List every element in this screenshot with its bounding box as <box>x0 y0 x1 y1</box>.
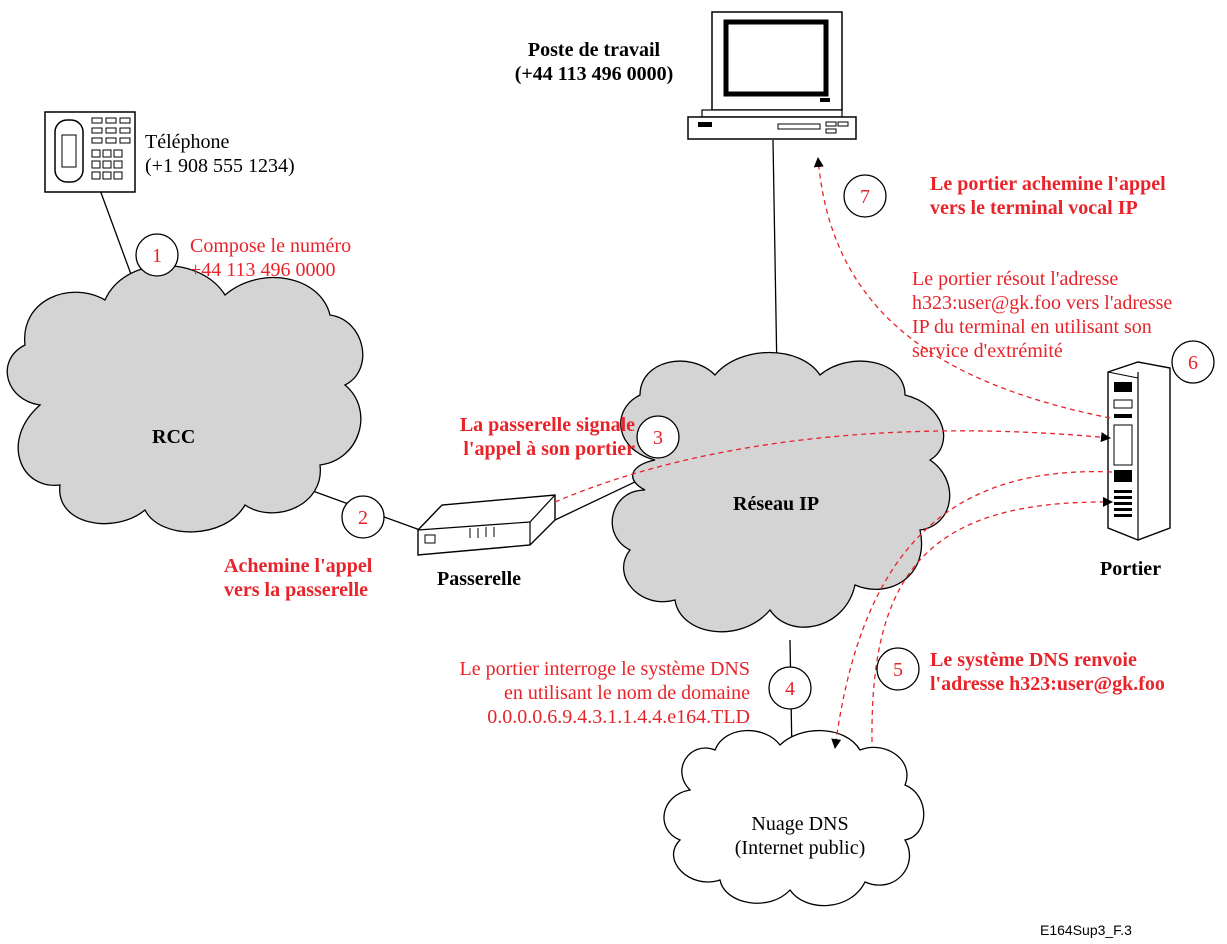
svg-text:6: 6 <box>1188 352 1198 374</box>
path-gatekeeper-to-workstation <box>813 157 1111 419</box>
svg-text:5: 5 <box>893 659 903 681</box>
step-circle-7: 7 <box>843 174 887 218</box>
ip-network-cloud <box>611 351 951 633</box>
svg-text:4: 4 <box>785 678 795 700</box>
svg-text:3: 3 <box>653 427 663 449</box>
step-6-text: Le portier résout l'adresse h323:user@gk… <box>912 267 1172 363</box>
step-7-text: Le portier achemine l'appel vers le term… <box>930 172 1166 220</box>
dns-cloud-label: Nuage DNS (Internet public) <box>700 812 900 860</box>
step-6-line-3: IP du terminal en utilisant son <box>912 316 1152 338</box>
link-workstation-ip <box>772 139 778 376</box>
step-5-line-2: l'adresse h323:user@gk.foo <box>930 673 1165 695</box>
step-circle-4: 4 <box>768 666 812 710</box>
path-gateway-to-gatekeeper <box>554 430 1111 503</box>
step-circle-1: 1 <box>135 233 179 277</box>
figure-reference: E164Sup3_F.3 <box>1040 922 1132 938</box>
step-2-line-1: Achemine l'appel <box>224 555 373 577</box>
step-2-line-2: vers la passerelle <box>224 579 369 601</box>
path-gatekeeper-to-dns <box>831 471 1113 749</box>
dns-cloud-line1: Nuage DNS <box>751 813 849 835</box>
ip-network-label: Réseau IP <box>733 493 820 515</box>
pstn-cloud <box>6 264 364 533</box>
gateway-label: Passerelle <box>437 568 522 590</box>
step-1-line-2: +44 113 496 0000 <box>190 259 336 281</box>
gatekeeper-label: Portier <box>1100 558 1162 580</box>
step-4-line-2: en utilisant le nom de domaine <box>503 682 750 704</box>
step-circle-3: 3 <box>636 415 680 459</box>
gatekeeper-icon <box>1107 361 1171 541</box>
step-4-text: Le portier interroge le système DNS en u… <box>400 657 750 729</box>
step-5-line-1: Le système DNS renvoie <box>930 649 1137 671</box>
svg-text:2: 2 <box>358 507 368 529</box>
step-7-line-2: vers le terminal vocal IP <box>930 197 1138 219</box>
telephone-label: Téléphone (+1 908 555 1234) <box>145 130 295 178</box>
step-circle-2: 2 <box>341 495 385 539</box>
telephone-name: Téléphone <box>145 131 230 153</box>
step-1-text: Compose le numéro +44 113 496 0000 <box>190 234 351 282</box>
step-3-line-2: l'appel à son portier <box>463 438 635 460</box>
pstn-label: RCC <box>152 426 196 448</box>
step-6-line-2: h323:user@gk.foo vers l'adresse <box>912 292 1173 314</box>
dns-cloud-line2: (Internet public) <box>734 837 866 859</box>
step-3-line-1: La passerelle signale <box>459 414 635 436</box>
step-4-line-1: Le portier interroge le système DNS <box>459 658 750 680</box>
workstation-name: Poste de travail <box>527 39 661 61</box>
step-7-line-1: Le portier achemine l'appel <box>930 173 1166 195</box>
gateway-icon <box>417 494 556 556</box>
step-3-text: La passerelle signale l'appel à son port… <box>395 413 635 461</box>
telephone-icon <box>44 111 136 193</box>
workstation-number: (+44 113 496 0000) <box>514 63 674 85</box>
dns-cloud <box>663 729 925 907</box>
step-1-line-1: Compose le numéro <box>190 235 352 257</box>
telephone-number: (+1 908 555 1234) <box>145 155 295 177</box>
step-circle-5: 5 <box>876 647 920 691</box>
workstation-icon <box>687 11 857 140</box>
step-circle-6: 6 <box>1171 340 1215 384</box>
workstation-label: Poste de travail (+44 113 496 0000) <box>490 38 698 86</box>
step-2-text: Achemine l'appel vers la passerelle <box>224 554 372 602</box>
step-4-line-3: 0.0.0.0.6.9.4.3.1.1.4.4.e164.TLD <box>487 706 750 728</box>
svg-text:7: 7 <box>860 186 870 208</box>
step-6-line-4: service d'extrémité <box>912 340 1063 362</box>
step-5-text: Le système DNS renvoie l'adresse h323:us… <box>930 648 1165 696</box>
step-6-line-1: Le portier résout l'adresse <box>912 268 1119 290</box>
path-dns-to-gatekeeper <box>871 496 1113 743</box>
svg-text:1: 1 <box>152 245 162 267</box>
